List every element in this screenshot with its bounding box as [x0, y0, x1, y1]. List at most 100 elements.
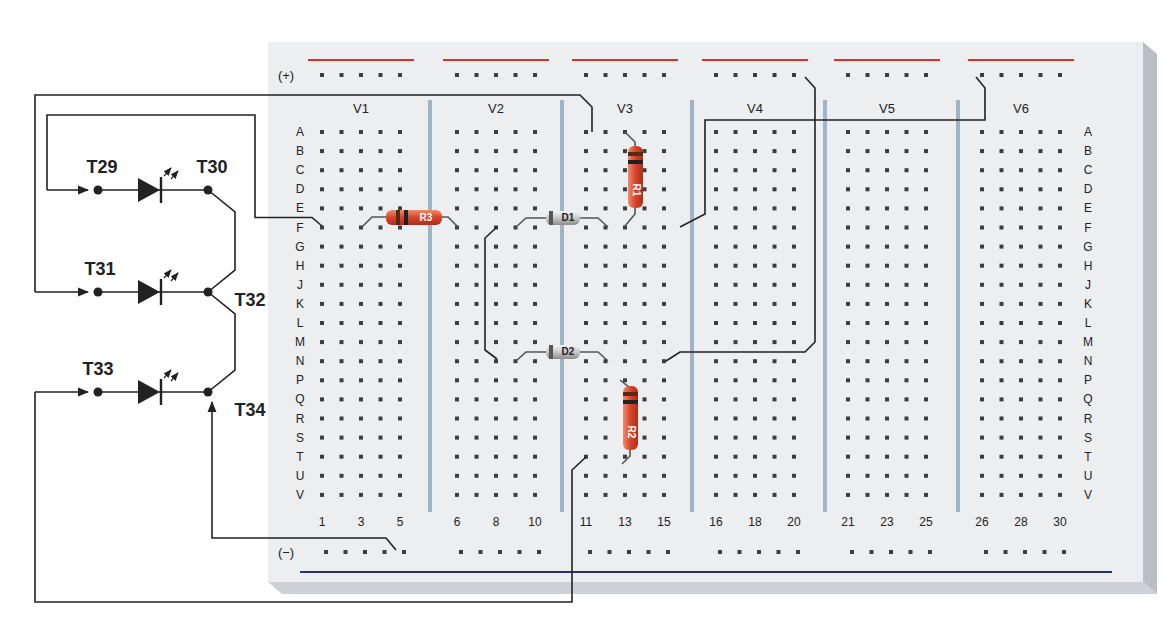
hole [753, 455, 757, 459]
hole [379, 493, 383, 497]
hole [1019, 283, 1023, 287]
hole [866, 340, 870, 344]
column-number: 30 [1053, 516, 1066, 528]
hole [379, 417, 383, 421]
hole [398, 417, 402, 421]
hole [584, 149, 588, 153]
hole [359, 283, 363, 287]
hole [340, 245, 344, 249]
hole [734, 474, 738, 478]
hole [623, 226, 627, 230]
hole [379, 397, 383, 401]
hole [714, 130, 718, 134]
hole [1058, 455, 1062, 459]
row-letter: E [1082, 202, 1094, 214]
hole [514, 73, 518, 77]
hole [320, 340, 324, 344]
hole [643, 359, 647, 363]
row-letter: G [1081, 241, 1094, 253]
hole [494, 397, 498, 401]
hole [718, 550, 722, 554]
hole [866, 474, 870, 478]
hole [643, 130, 647, 134]
hole [905, 397, 909, 401]
hole [924, 245, 928, 249]
hole [924, 302, 928, 306]
row-letter: H [1082, 260, 1095, 272]
hole [320, 187, 324, 191]
hole [773, 359, 777, 363]
hole [1019, 340, 1023, 344]
hole [1039, 283, 1043, 287]
hole [753, 264, 757, 268]
hole [359, 149, 363, 153]
hole [359, 397, 363, 401]
hole [398, 206, 402, 210]
hole [398, 283, 402, 287]
hole [1058, 283, 1062, 287]
hole [494, 474, 498, 478]
hole [980, 187, 984, 191]
hole [846, 206, 850, 210]
hole [662, 245, 666, 249]
hole [518, 550, 522, 554]
hole [455, 264, 459, 268]
hole-grid [320, 73, 1066, 554]
negative-rail-line [300, 571, 1112, 573]
row-letter: D [294, 183, 307, 195]
hole [320, 359, 324, 363]
channel-divider [690, 100, 694, 512]
hole [866, 436, 870, 440]
hole [1058, 417, 1062, 421]
column-number: 6 [454, 516, 461, 528]
hole [533, 149, 537, 153]
hole [905, 226, 909, 230]
row-letter: Q [1081, 393, 1094, 405]
row-letter: H [294, 260, 307, 272]
hole [905, 149, 909, 153]
hole [924, 397, 928, 401]
hole [846, 417, 850, 421]
hole [792, 417, 796, 421]
hole [1000, 187, 1004, 191]
row-letter: R [294, 413, 307, 425]
hole [753, 187, 757, 191]
hole [1000, 417, 1004, 421]
hole [494, 378, 498, 382]
hole [662, 187, 666, 191]
hole [846, 73, 850, 77]
hole [734, 168, 738, 172]
components [362, 132, 643, 464]
hole [643, 149, 647, 153]
hole [846, 436, 850, 440]
hole [359, 206, 363, 210]
hole [928, 550, 932, 554]
hole [1039, 302, 1043, 306]
hole [340, 168, 344, 172]
hole [866, 130, 870, 134]
hole [494, 245, 498, 249]
hole [1058, 378, 1062, 382]
hole [398, 474, 402, 478]
hole [604, 321, 608, 325]
hole [475, 321, 479, 325]
hole [773, 264, 777, 268]
hole [885, 397, 889, 401]
hole [320, 168, 324, 172]
hole [1019, 359, 1023, 363]
hole [662, 340, 666, 344]
hole [494, 149, 498, 153]
hole [643, 321, 647, 325]
hole [905, 264, 909, 268]
hole [1000, 130, 1004, 134]
wire [485, 227, 497, 359]
hole [533, 283, 537, 287]
hole [475, 417, 479, 421]
hole [494, 321, 498, 325]
hole [662, 474, 666, 478]
hole [398, 245, 402, 249]
diode-symbol [516, 345, 608, 361]
hole [753, 378, 757, 382]
hole [379, 474, 383, 478]
hole [475, 283, 479, 287]
